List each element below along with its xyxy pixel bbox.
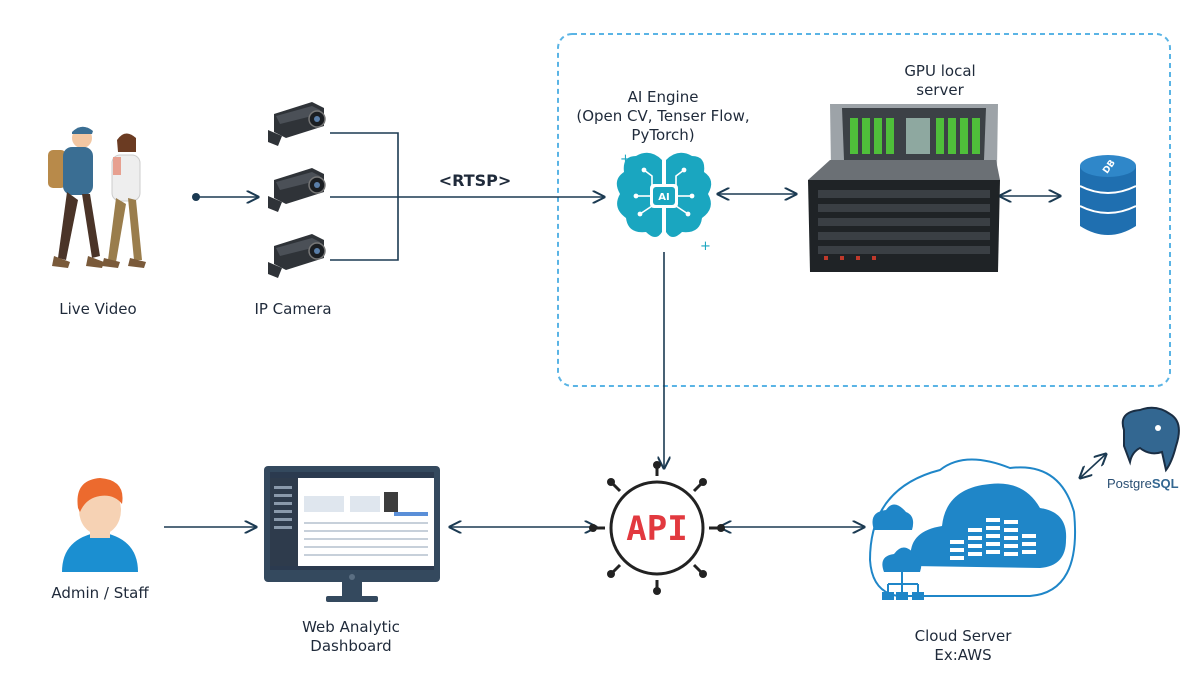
monitor-dashboard-icon (264, 466, 440, 602)
api-gear-icon: API (589, 461, 725, 595)
cloud-server-icon (869, 458, 1076, 600)
cctv-camera-icon (268, 168, 326, 212)
live-video-label: Live Video (59, 300, 137, 318)
brain-ai-icon: AI + + (616, 152, 712, 254)
ip-camera-label: IP Camera (254, 300, 332, 318)
ai-badge: AI (658, 192, 669, 203)
cloud-server-title: Cloud Server (914, 627, 1012, 645)
cloud-server-subtitle: Ex:AWS (934, 646, 992, 664)
protocol-label: <RTSP> (438, 171, 512, 190)
postgres-prefix: Postgre (1107, 476, 1152, 491)
admin-staff-label: Admin / Staff (51, 584, 149, 602)
cctv-camera-icon (268, 234, 326, 278)
gpu-server-title: GPU local (904, 62, 976, 80)
local-boundary (557, 33, 1171, 387)
people-walking-icon (48, 126, 146, 268)
connectors (164, 132, 1106, 527)
svg-text:+: + (620, 152, 631, 167)
dashboard-title: Web Analytic (302, 618, 400, 636)
database-icon: DB (1079, 155, 1137, 235)
svg-text:PostgreSQL: PostgreSQL (1107, 476, 1179, 491)
person-avatar-icon (62, 478, 138, 572)
cctv-camera-icon (268, 102, 326, 146)
postgresql-elephant-icon: PostgreSQL (1107, 406, 1180, 491)
svg-text:+: + (700, 239, 711, 254)
postgres-suffix: SQL (1152, 476, 1179, 491)
gpu-server-icon (808, 104, 1000, 272)
ai-engine-title: AI Engine (627, 88, 699, 106)
ai-engine-frameworks-cont: PyTorch) (631, 126, 695, 144)
api-badge: API (626, 509, 687, 549)
gpu-server-subtitle: server (916, 81, 964, 99)
dashboard-subtitle: Dashboard (310, 637, 392, 655)
ip-camera-group (268, 102, 326, 278)
ai-engine-frameworks: (Open CV, Tenser Flow, (576, 107, 750, 125)
